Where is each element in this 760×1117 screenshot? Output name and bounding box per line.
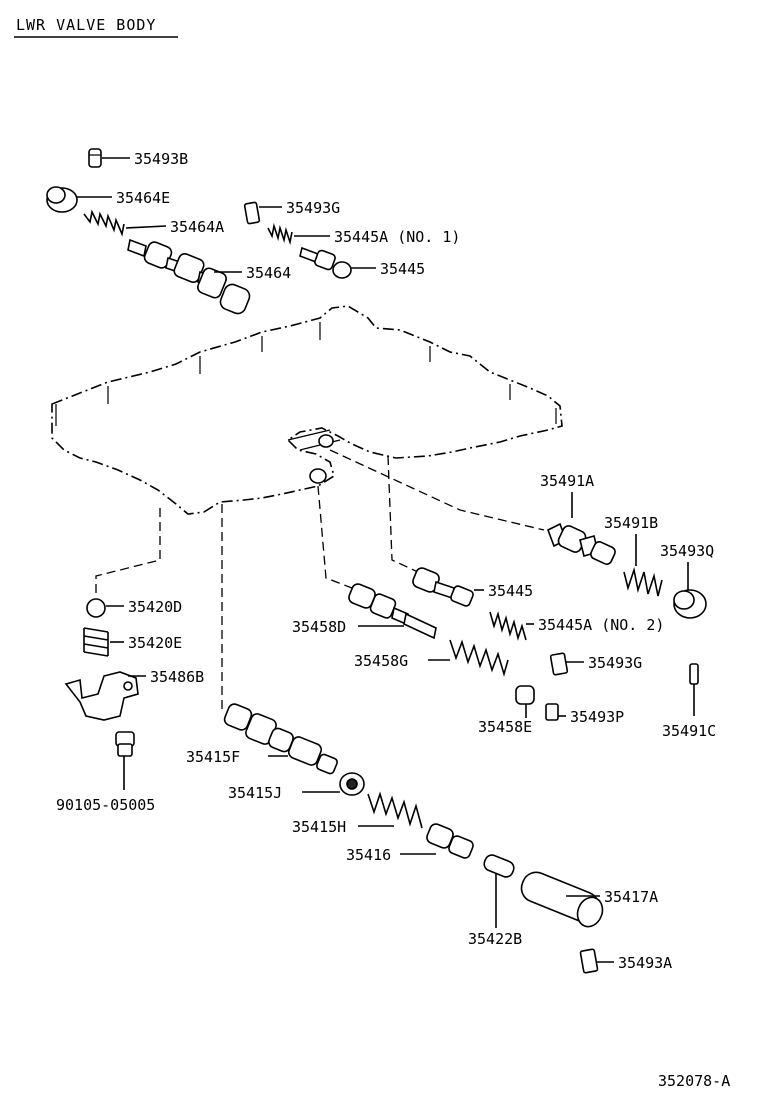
valve-35445-top (299, 246, 352, 279)
ball-35420D (86, 598, 106, 618)
retainer-35493P (545, 703, 559, 721)
label-35493Q: 35493Q (660, 542, 714, 560)
label-35493A: 35493A (618, 954, 672, 972)
diagram-title: LWR VALVE BODY (16, 16, 156, 34)
sleeve-35417A (520, 871, 604, 928)
plate-bore (318, 434, 334, 448)
valve-35415F (223, 703, 338, 775)
label-35491B: 35491B (604, 514, 658, 532)
label-35493G-mid: 35493G (588, 654, 642, 672)
label-35493B: 35493B (134, 150, 188, 168)
valve-35445-mid (412, 567, 474, 607)
label-35415J: 35415J (228, 784, 282, 802)
label-35493P: 35493P (570, 708, 624, 726)
label-35445-top: 35445 (380, 260, 425, 278)
label-35458E: 35458E (478, 718, 532, 736)
washer-35415J (339, 772, 365, 796)
label-35464E: 35464E (116, 189, 170, 207)
retainer-35493G-mid (549, 652, 569, 676)
label-35491A: 35491A (540, 472, 594, 490)
label-35445A-no1: 35445A (NO. 1) (334, 228, 460, 246)
spring-35415H (367, 791, 423, 829)
spring-35445A-no1 (267, 222, 293, 246)
label-35415H: 35415H (292, 818, 346, 836)
label-35416: 35416 (346, 846, 391, 864)
spring-35445A-no2 (489, 611, 527, 641)
plug-35464E (46, 186, 78, 213)
plate-bore (309, 468, 327, 484)
label-35493G-top: 35493G (286, 199, 340, 217)
label-35417A: 35417A (604, 888, 658, 906)
label-35464A: 35464A (170, 218, 224, 236)
label-35420E: 35420E (128, 634, 182, 652)
plug-35493Q (673, 589, 707, 619)
plug-35458E (515, 685, 535, 705)
label-35458G: 35458G (354, 652, 408, 670)
valve-35458D (348, 583, 437, 640)
retainer-35493G-top (243, 201, 261, 225)
label-90105-05005: 90105-05005 (56, 796, 155, 814)
label-35445A-no2: 35445A (NO. 2) (538, 616, 664, 634)
valve-35464 (127, 238, 251, 315)
label-35458D: 35458D (292, 618, 346, 636)
label-35415F: 35415F (186, 748, 240, 766)
label-35491C: 35491C (662, 722, 716, 740)
lower-valve-body-plate (51, 305, 563, 515)
spring-35458G (449, 639, 509, 677)
label-35420D: 35420D (128, 598, 182, 616)
retainer-35493B (88, 148, 102, 168)
spring-35420E (83, 627, 109, 657)
spring-35464A (83, 209, 125, 237)
label-35445-mid: 35445 (488, 582, 533, 600)
bolt-90105-05005 (115, 731, 135, 757)
pin-35422B (483, 854, 515, 878)
label-35486B: 35486B (150, 668, 204, 686)
label-35422B: 35422B (468, 930, 522, 948)
valve-35416 (426, 823, 474, 859)
valve-35491A (546, 522, 616, 565)
bracket-35486B (64, 671, 139, 721)
pin-35491C (689, 663, 699, 685)
label-35464: 35464 (246, 264, 291, 282)
retainer-35493A (579, 948, 599, 974)
figure-code: 352078-A (658, 1072, 730, 1090)
spring-35491B (623, 566, 663, 597)
assembly-guide-lines (95, 449, 545, 712)
